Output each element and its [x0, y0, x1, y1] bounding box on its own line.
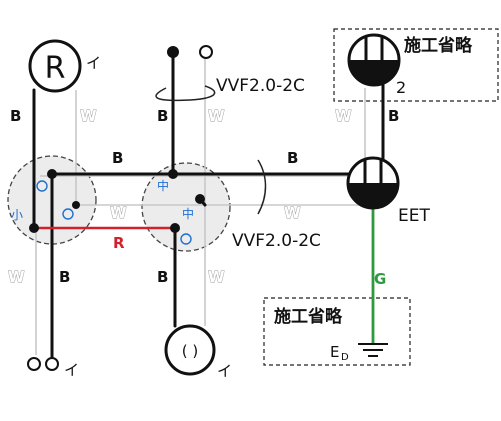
cable-loop-mid	[257, 159, 267, 215]
pilot-lamp-symbol	[28, 39, 82, 93]
outlet-symbol-mark: ( )	[182, 342, 198, 360]
omit-label-top: 施工省略	[404, 35, 473, 56]
wire-label-w: W	[208, 268, 225, 286]
ground-wire-label: G	[374, 270, 386, 288]
wire-label-w: W	[335, 107, 352, 125]
wire-label-w: W	[208, 107, 225, 125]
wire-label-w: W	[8, 268, 25, 286]
wire-label-b: B	[287, 149, 298, 167]
switch-id: イ	[64, 361, 79, 379]
terminal-mid-label-mid: 中	[182, 206, 194, 221]
fixture-count: 2	[396, 78, 406, 97]
top-cable-spec: VVF2.0-2C	[216, 76, 305, 96]
cable-loop-top	[155, 85, 216, 102]
outlet-symbol	[164, 324, 216, 376]
ground-symbol	[358, 343, 388, 357]
mid-cable-spec: VVF2.0-2C	[232, 231, 321, 251]
omit-box-bottom	[263, 297, 411, 366]
wire-label-w: W	[110, 204, 127, 222]
ground-type-subscript: D	[341, 352, 349, 363]
wire-label-b: B	[112, 149, 123, 167]
wire-label-w: W	[284, 204, 301, 222]
terminal-mid-label-top: 中	[157, 178, 169, 193]
ground-type-label: E	[330, 343, 339, 361]
red-wire-label: R	[113, 234, 125, 252]
pilot-lamp-letter: R	[45, 51, 66, 86]
wire-label-b: B	[59, 268, 70, 286]
power-terminal-black	[167, 46, 179, 58]
wire-label-b: B	[388, 107, 399, 125]
omit-label-bottom: 施工省略	[274, 306, 343, 327]
terminal-small-label: 小	[11, 208, 23, 222]
terminal-markers	[36, 180, 192, 245]
fixture-eet-symbol	[346, 156, 400, 210]
wire-label-b: B	[10, 107, 21, 125]
pilot-lamp-id: イ	[86, 54, 101, 72]
power-terminal-white	[199, 45, 213, 59]
fixture-type-label: EET	[398, 206, 430, 226]
joint-dots	[29, 169, 205, 233]
wire-label-b: B	[157, 268, 168, 286]
fixture-top-symbol	[347, 33, 401, 87]
wire-label-w: W	[80, 107, 97, 125]
omit-box-top	[333, 28, 499, 102]
switch-symbol	[27, 357, 59, 371]
outlet-id: イ	[217, 362, 232, 380]
wire-label-b: B	[157, 107, 168, 125]
